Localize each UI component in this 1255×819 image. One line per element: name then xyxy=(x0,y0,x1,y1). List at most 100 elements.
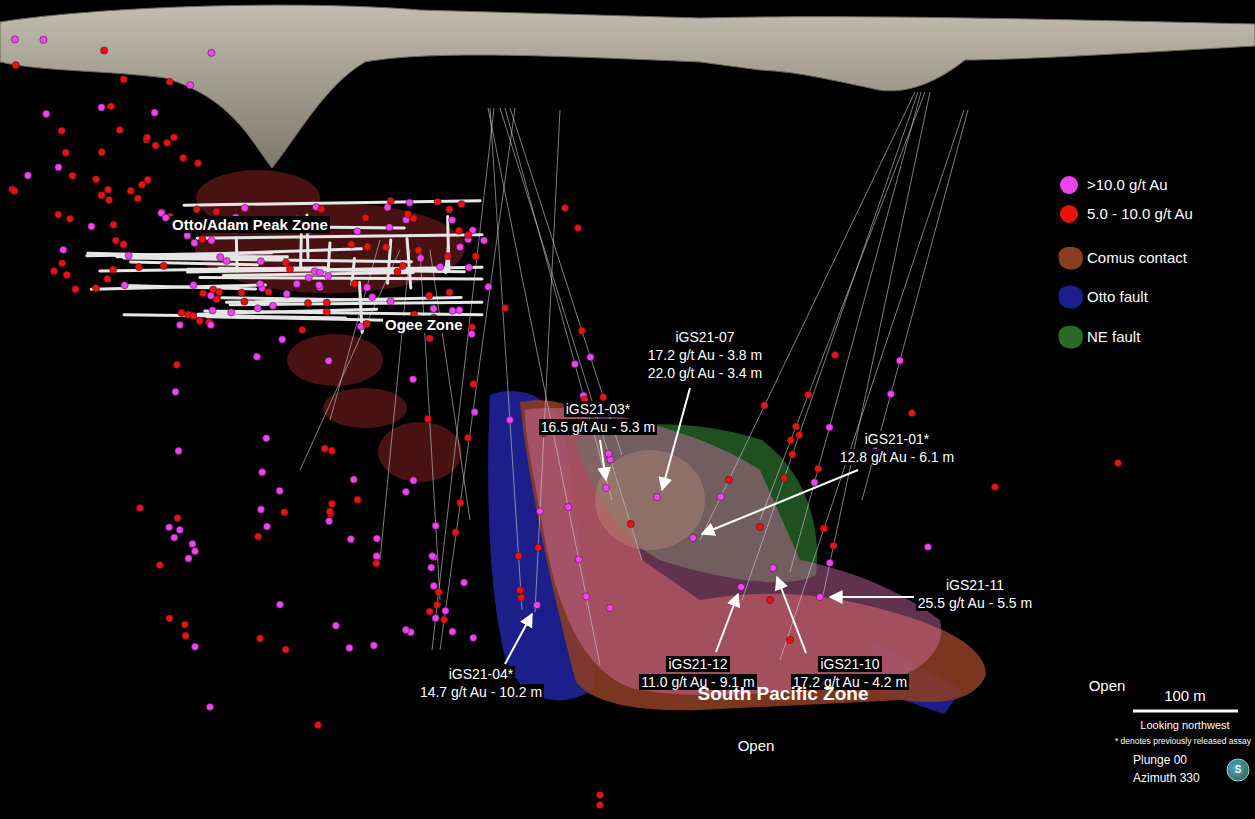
assay-point xyxy=(354,496,361,503)
assay-point xyxy=(424,415,431,422)
leader-arrow xyxy=(600,440,606,480)
assay-point xyxy=(207,292,214,299)
leader-arrow xyxy=(702,470,858,534)
assay-point xyxy=(105,196,112,203)
assay-point xyxy=(426,335,433,342)
legend-swatch xyxy=(1058,286,1083,309)
assay-point xyxy=(321,445,328,452)
assay-point xyxy=(429,552,436,559)
assay-point xyxy=(187,82,194,89)
assay-point xyxy=(485,283,492,290)
mine-working xyxy=(218,249,362,254)
assay-point xyxy=(449,307,456,314)
assay-point xyxy=(88,223,95,230)
assay-point xyxy=(384,204,391,211)
legend-swatch xyxy=(1060,205,1078,223)
assay-point xyxy=(370,642,377,649)
assay-point xyxy=(263,523,270,530)
assay-point xyxy=(228,309,235,316)
assay-point xyxy=(257,258,264,265)
zone-name: Otto/Adam Peak Zone xyxy=(170,216,330,233)
assay-point xyxy=(501,304,508,311)
assay-point xyxy=(446,289,453,296)
assay-point xyxy=(606,604,613,611)
assay-point xyxy=(457,499,464,506)
assay-point xyxy=(59,260,66,267)
legend-text: Otto fault xyxy=(1087,288,1148,305)
assay-point xyxy=(596,801,603,808)
assay-point xyxy=(1114,459,1121,466)
assay-point xyxy=(717,493,724,500)
mine-working xyxy=(226,297,461,302)
assay-point xyxy=(811,479,818,486)
assay-point xyxy=(737,583,744,590)
mine-working xyxy=(448,217,449,271)
assay-point xyxy=(437,263,444,270)
assay-point xyxy=(417,255,424,262)
mine-working xyxy=(131,262,258,265)
assay-point xyxy=(446,206,453,213)
assay-interval: 16.5 g/t Au - 5.3 m xyxy=(539,419,657,435)
legend-swatch-frame xyxy=(1057,324,1085,352)
assay-point xyxy=(471,408,478,415)
assay-point xyxy=(565,503,572,510)
assay-point xyxy=(199,290,206,297)
assay-point xyxy=(72,286,79,293)
assay-point xyxy=(163,139,170,146)
assay-point xyxy=(536,508,543,515)
assay-point xyxy=(410,477,417,484)
assay-point xyxy=(110,221,117,228)
assay-point xyxy=(174,514,181,521)
legend-swatch xyxy=(1060,176,1078,194)
assay-point xyxy=(820,525,827,532)
assay-point xyxy=(191,239,198,246)
assay-point xyxy=(276,601,283,608)
topography-surface xyxy=(0,5,1255,168)
mine-working xyxy=(88,253,282,258)
assay-point xyxy=(382,244,389,251)
assay-point xyxy=(402,626,409,633)
assay-point xyxy=(815,465,822,472)
assay-point xyxy=(283,290,290,297)
assay-point xyxy=(574,224,581,231)
assay-point xyxy=(316,269,323,276)
zone-name: Ogee Zone xyxy=(383,316,465,333)
assay-point xyxy=(449,216,456,223)
assay-point xyxy=(766,596,773,603)
drill-trace xyxy=(430,250,470,520)
legend-text: Comus contact xyxy=(1087,249,1187,266)
zone-name: South Pacific Zone xyxy=(697,683,868,705)
drill-trace xyxy=(490,108,522,610)
assay-point xyxy=(434,198,441,205)
assay-point xyxy=(166,615,173,622)
assay-point xyxy=(781,475,788,482)
assay-point xyxy=(178,309,185,316)
assay-point xyxy=(756,523,763,530)
assay-point xyxy=(98,149,105,156)
assay-point xyxy=(363,320,370,327)
assay-point xyxy=(144,176,151,183)
assay-point xyxy=(314,721,321,728)
assay-point xyxy=(402,488,409,495)
assay-point xyxy=(194,160,201,167)
assay-point xyxy=(332,622,339,629)
assay-point xyxy=(206,703,213,710)
assay-point xyxy=(254,533,261,540)
assay-point xyxy=(241,204,248,211)
assay-point xyxy=(561,204,568,211)
assay-point xyxy=(761,402,768,409)
assay-point xyxy=(991,483,998,490)
assay-point xyxy=(908,409,915,416)
assay-point xyxy=(351,280,358,287)
assay-point xyxy=(480,237,487,244)
assay-point xyxy=(575,556,582,563)
assay-point xyxy=(58,127,65,134)
assay-point xyxy=(468,324,475,331)
assay-point xyxy=(533,601,540,608)
assay-point xyxy=(887,390,894,397)
assay-point xyxy=(112,237,119,244)
assay-point xyxy=(830,542,837,549)
assay-point xyxy=(373,535,380,542)
drill-trace xyxy=(380,250,410,560)
assay-point xyxy=(50,268,57,275)
